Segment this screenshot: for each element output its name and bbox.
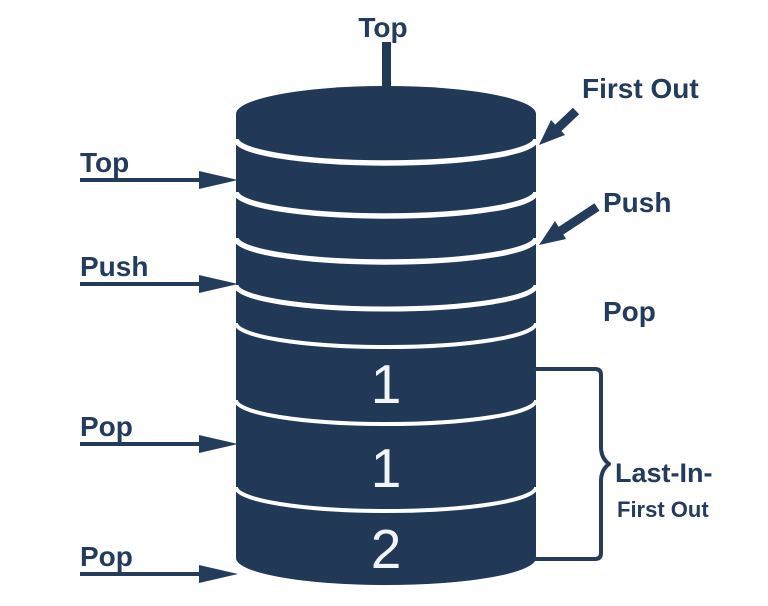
cell-separator-arc (233, 138, 539, 166)
arrow-shaft (556, 203, 600, 236)
cell-separator-arc (233, 191, 539, 219)
arrow-head (199, 565, 238, 583)
first-out-arrow (539, 107, 580, 145)
lifo-label-line2: First Out (617, 497, 709, 522)
left-label-pop-2: Pop (80, 541, 133, 572)
arrow-head (199, 275, 238, 293)
left-label-top: Top (80, 147, 129, 178)
lifo-bracket (534, 367, 611, 561)
push-arrow-right (539, 203, 600, 245)
cell-separator-arc (234, 399, 538, 426)
left-label-pop-1: Pop (80, 411, 133, 442)
push-label-right: Push (603, 187, 671, 218)
stack-cell-value: 2 (371, 518, 402, 580)
arrow-head (199, 435, 238, 453)
cell-separators (233, 138, 539, 513)
left-label-push: Push (80, 251, 148, 282)
stack-cell-value: 1 (371, 353, 402, 415)
cell-separator-arc (234, 486, 538, 513)
arrow-head (199, 171, 238, 189)
top-arrow (80, 171, 238, 189)
pop-arrow-2 (80, 565, 238, 583)
pop-arrow-1 (80, 435, 238, 453)
arrow-head (539, 221, 566, 245)
stack-cell-value: 1 (371, 437, 402, 499)
top-pointer-line (382, 42, 391, 94)
top-pointer-label: Top (358, 12, 407, 43)
arrow-head (539, 120, 565, 145)
first-out-label: First Out (582, 73, 699, 104)
push-arrow-left (80, 275, 238, 293)
cell-separator-arc (233, 237, 539, 265)
pop-label-right: Pop (603, 296, 656, 327)
cell-separator-arc (233, 284, 539, 312)
arrow-shaft (552, 107, 580, 134)
cell-separator-arc (234, 322, 538, 349)
lifo-label-line1: Last-In- (615, 458, 713, 488)
